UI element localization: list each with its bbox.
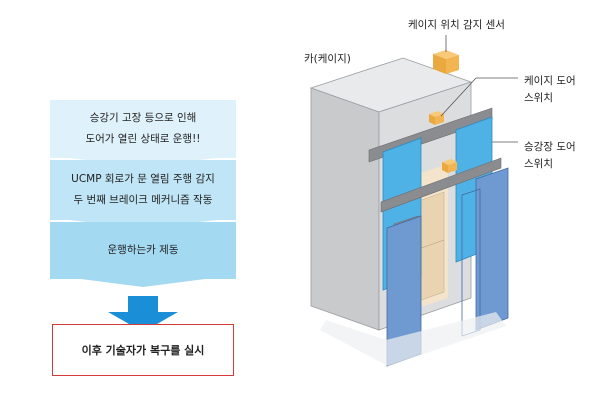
label-landing-door-switch: 승강장 도어 <box>524 141 576 153</box>
flow-step-ucmp-detection: UCMP 회로가 문 열림 주행 감지 두 번째 브레이크 메커니즘 작동 <box>50 160 236 220</box>
flow-chevron <box>65 277 221 287</box>
flow-step-text: 두 번째 브레이크 메커니즘 작동 <box>73 194 213 206</box>
flow-step-text: 승강기 고장 등으로 인해 <box>89 112 197 124</box>
elevator-diagram <box>309 35 518 367</box>
cage-sensor-left <box>433 54 446 74</box>
flow-step-text: 운행하는카 제동 <box>107 244 179 256</box>
landing-door-right <box>475 167 509 331</box>
label-cage-door-switch: 케이지 도어 <box>524 75 576 87</box>
flow-step-car-braking: 운행하는카 제동 <box>50 222 236 279</box>
flow-step-text: UCMP 회로가 문 열림 주행 감지 <box>71 173 215 185</box>
car-left-wall <box>310 87 380 331</box>
label-landing-door-switch: 스위치 <box>524 158 553 170</box>
cage-sensor-right <box>446 55 459 74</box>
down-arrow-icon <box>108 296 178 332</box>
result-text: 이후 기술자가 복구를 실시 <box>81 344 205 357</box>
result-box: 이후 기술자가 복구를 실시 <box>52 324 234 376</box>
flow-step-door-open-fault: 승강기 고장 등으로 인해 도어가 열린 상태로 운행!! <box>50 100 236 158</box>
flow-step-text: 도어가 열린 상태로 운행!! <box>85 133 201 145</box>
label-cage-position-sensor: 케이지 위치 감지 센서 <box>408 19 505 31</box>
cage-sensor-top <box>433 50 459 59</box>
label-car: 카(케이지) <box>304 53 351 65</box>
label-cage-door-switch: 스위치 <box>524 92 553 104</box>
middle-door-rail <box>380 157 502 213</box>
